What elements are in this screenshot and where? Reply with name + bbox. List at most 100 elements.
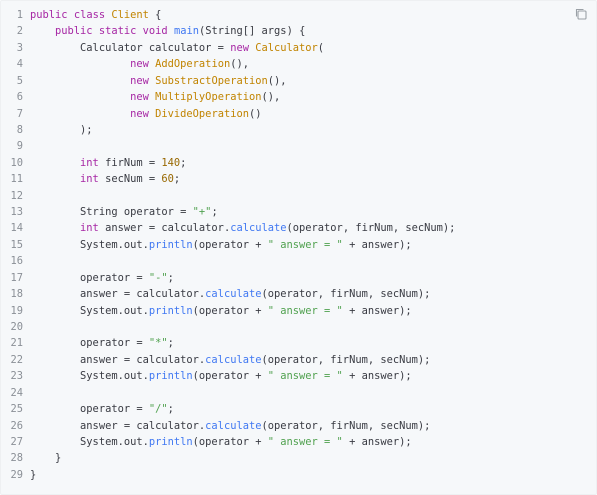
code-line: 19 System.out.println(operator + " answe… (1, 303, 455, 319)
code-line: 4 new AddOperation(), (1, 56, 455, 72)
code-token: DivideOperation (155, 107, 249, 120)
code-line: 16 (1, 253, 455, 269)
code-token: ; (167, 271, 174, 284)
code-token: Calculator (255, 41, 318, 54)
code-token: (), (261, 91, 281, 104)
code-token: int (80, 156, 99, 169)
code-token: answer = calculator. (30, 353, 206, 366)
code-token: int (80, 222, 99, 235)
code-text: new AddOperation(), (30, 56, 249, 72)
code-text: operator = "/"; (30, 401, 174, 417)
code-text: } (30, 450, 61, 466)
line-number: 23 (10, 370, 23, 383)
code-line: 7 new DivideOperation() (1, 106, 455, 122)
code-token: new (130, 74, 149, 87)
code-token: new (230, 41, 249, 54)
code-token: println (148, 435, 193, 448)
code-line: 15 System.out.println(operator + " answe… (1, 237, 455, 253)
line-number: 24 (10, 386, 23, 399)
line-number: 10 (10, 156, 23, 169)
code-token: AddOperation (155, 58, 231, 71)
code-token: println (148, 304, 193, 317)
code-token: firNum = (98, 156, 162, 169)
line-number: 27 (10, 435, 23, 448)
code-line: 27 System.out.println(operator + " answe… (1, 434, 455, 450)
line-number: 11 (10, 173, 23, 186)
code-token: println (148, 370, 193, 383)
code-line: 23 System.out.println(operator + " answe… (1, 368, 455, 384)
code-token: public (55, 25, 93, 38)
code-token: System.out. (30, 304, 149, 317)
code-line: 20 (1, 319, 455, 335)
code-line: 5 new SubstractOperation(), (1, 73, 455, 89)
code-token: System.out. (30, 238, 149, 251)
code-text: int firNum = 140; (30, 155, 186, 171)
code-text: new SubstractOperation(), (30, 73, 287, 89)
copy-button[interactable] (574, 7, 588, 21)
code-token: int (80, 173, 99, 186)
line-number: 26 (10, 419, 23, 432)
code-line: 13 String operator = "+"; (1, 204, 455, 220)
code-text: String operator = "+"; (30, 204, 218, 220)
code-text: new DivideOperation() (30, 106, 261, 122)
code-line: 14 int answer = calculator.calculate(ope… (1, 220, 455, 236)
code-token: new (130, 91, 149, 104)
line-number: 17 (10, 271, 23, 284)
code-text: operator = "-"; (30, 270, 174, 286)
line-number: 8 (16, 123, 23, 136)
code-token: "-" (148, 271, 168, 284)
code-token: SubstractOperation (155, 74, 268, 87)
code-token: (String[] args) { (198, 25, 306, 38)
code-line: 24 (1, 385, 455, 401)
code-token: (operator, firNum, secNum); (261, 353, 431, 366)
code-token: + answer); (342, 238, 412, 251)
code-token: calculate (205, 419, 262, 432)
line-number: 22 (10, 353, 23, 366)
code-text: public static void main(String[] args) { (30, 23, 305, 39)
code-token: new (130, 107, 149, 120)
line-number: 4 (16, 58, 23, 71)
code-text: new MultiplyOperation(), (30, 89, 280, 105)
line-number: 1 (16, 9, 23, 21)
code-token: System.out. (30, 370, 149, 383)
code-token: (operator, firNum, secNum); (261, 419, 431, 432)
code-token: MultiplyOperation (155, 91, 262, 104)
code-token (30, 222, 80, 234)
code-line: 18 answer = calculator.calculate(operato… (1, 286, 455, 302)
code-line: 9 (1, 138, 455, 154)
code-text: public class Client { (30, 7, 161, 23)
code-token: " answer = " (267, 304, 343, 317)
code-token: } (30, 452, 62, 465)
line-number: 19 (10, 304, 23, 317)
code-token: ; (173, 173, 181, 186)
code-token: answer = calculator. (30, 419, 206, 432)
code-token: ; (167, 403, 174, 416)
code-text: } (30, 467, 36, 483)
code-token: operator = (30, 271, 149, 284)
code-token (30, 173, 80, 185)
code-token: println (148, 238, 193, 251)
code-text: System.out.println(operator + " answer =… (30, 434, 412, 450)
line-number: 16 (10, 255, 23, 268)
code-token: public (30, 9, 68, 21)
code-line: 6 new MultiplyOperation(), (1, 89, 455, 105)
code-token: + answer); (342, 435, 412, 448)
code-token: operator = (30, 337, 149, 350)
code-token (30, 108, 130, 120)
code-token: ( (317, 41, 325, 54)
code-token: (), (267, 74, 287, 87)
line-number: 13 (10, 206, 23, 219)
line-number: 2 (16, 25, 23, 38)
code-text: int answer = calculator.calculate(operat… (30, 220, 455, 236)
code-token: " answer = " (267, 238, 343, 251)
line-number: 21 (10, 337, 23, 350)
code-token: new (130, 58, 149, 71)
line-number: 9 (16, 140, 23, 153)
code-token: answer = calculator. (98, 222, 231, 235)
code-token: secNum = (98, 173, 162, 186)
code-token: calculate (230, 222, 287, 235)
code-token (30, 157, 80, 169)
code-token: calculate (205, 288, 262, 301)
code-token: (operator, firNum, secNum); (261, 288, 431, 301)
